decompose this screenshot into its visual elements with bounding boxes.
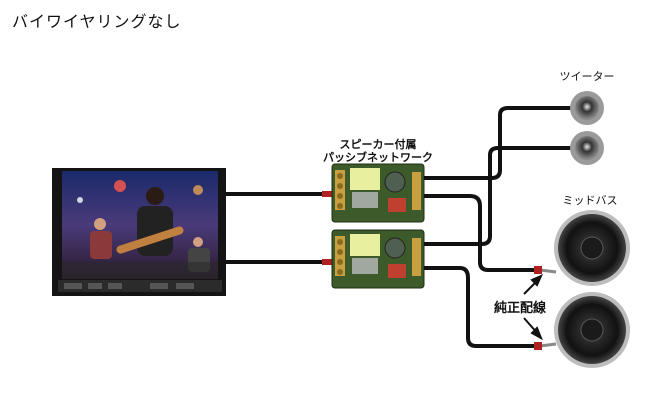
tweeter-cable-2 (424, 146, 572, 246)
stock-wiring-label: 純正配線 (494, 300, 547, 316)
input-cables (226, 191, 332, 265)
midbass-label: ミッドバス (563, 194, 618, 207)
head-unit-monitor (52, 168, 226, 296)
monitor-control-bar (58, 280, 222, 292)
tweeter-upper (570, 91, 604, 125)
network-label-line2: パッシブネットワーク (323, 150, 433, 164)
midbass-wires (424, 194, 557, 350)
stock-wiring-arrows (523, 274, 543, 341)
tweeter-label: ツイーター (560, 70, 615, 83)
network-label-line1: スピーカー付属 (340, 137, 417, 151)
guitarist-figure (116, 187, 184, 256)
midbass-speaker-lower (554, 292, 630, 368)
midbass-cable-2 (424, 266, 536, 348)
page-title: バイワイヤリングなし (12, 12, 182, 31)
midbass-cable-1 (424, 194, 536, 272)
tweeter-cable-1 (424, 106, 572, 180)
midbass-speaker-upper (554, 210, 630, 286)
tweeter-cables (424, 106, 572, 246)
passive-network-lower (331, 229, 425, 289)
tweeter-lower (570, 131, 604, 165)
passive-network-upper (331, 163, 425, 223)
